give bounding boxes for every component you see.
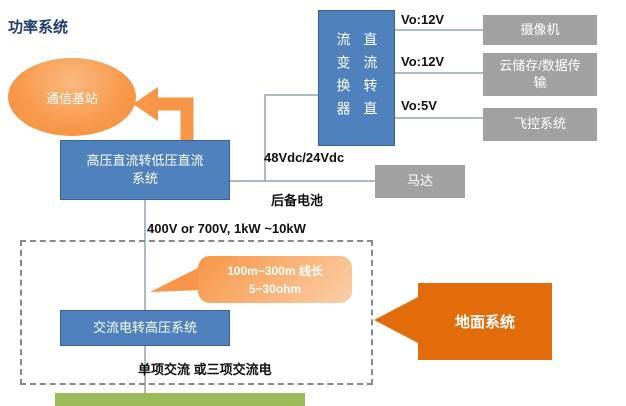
arrow-to-base-station [158,97,194,140]
arrow-to-base-station-head [133,87,158,121]
ground-system-pointer [374,297,418,343]
node-camera: 摄像机 [483,15,597,45]
node-camera-label: 摄像机 [520,21,560,37]
callout-cable-length: 100m~300m 线长 [227,263,323,278]
label-backup-battery: 后备电池 [271,193,324,208]
label-ac-input: 单项交流 或三项交流电 [138,362,272,377]
node-cloud-storage-label: 云储存/数据传输 [499,57,581,90]
label-hv-line: 400V or 700V, 1kW ~10kW [147,221,306,236]
node-ground-system-label: 地面系统 [454,314,515,331]
node-flight-control: 飞控系统 [483,108,597,141]
node-base-station: 通信基站 [8,58,136,136]
node-base-station-label: 通信基站 [45,90,98,106]
callout-cable-resistance: 5~30ohm [248,281,302,296]
node-hv-to-lv-dc: 高压直流转低压直流系统 [60,140,230,200]
label-vo-12v-camera: Vo:12V [401,12,445,27]
node-ground-system: 地面系统 [418,283,552,360]
node-motor-label: 马达 [406,173,433,189]
label-vo-12v-cloud: Vo:12V [401,54,445,69]
node-dc-dc-converter-col1: 直流转直 [362,32,379,124]
node-flight-control-label: 飞控系统 [513,116,566,132]
label-dc-bus-voltage: 48Vdc/24Vdc [264,150,345,165]
node-motor: 马达 [375,165,465,198]
node-ac-to-hv: 交流电转高压系统 [60,310,230,346]
node-ac-to-hv-label: 交流电转高压系统 [92,320,197,336]
node-dc-dc-converter: 直流转直 流变换器 [318,10,395,146]
node-hv-to-lv-dc-label: 高压直流转低压直流系统 [86,153,204,186]
ground-station-boundary [20,240,373,385]
wire-converter-bus [264,94,318,181]
callout-cable-spec: 100m~300m 线长 5~30ohm [198,256,352,303]
diagram-title: 功率系统 [8,19,69,36]
callout-tail [150,266,202,292]
ground-bar [55,393,305,406]
node-cloud-storage: 云储存/数据传输 [483,53,597,96]
node-dc-dc-converter-col2: 流变换器 [335,32,352,124]
label-vo-5v-flight: Vo:5V [401,98,437,113]
